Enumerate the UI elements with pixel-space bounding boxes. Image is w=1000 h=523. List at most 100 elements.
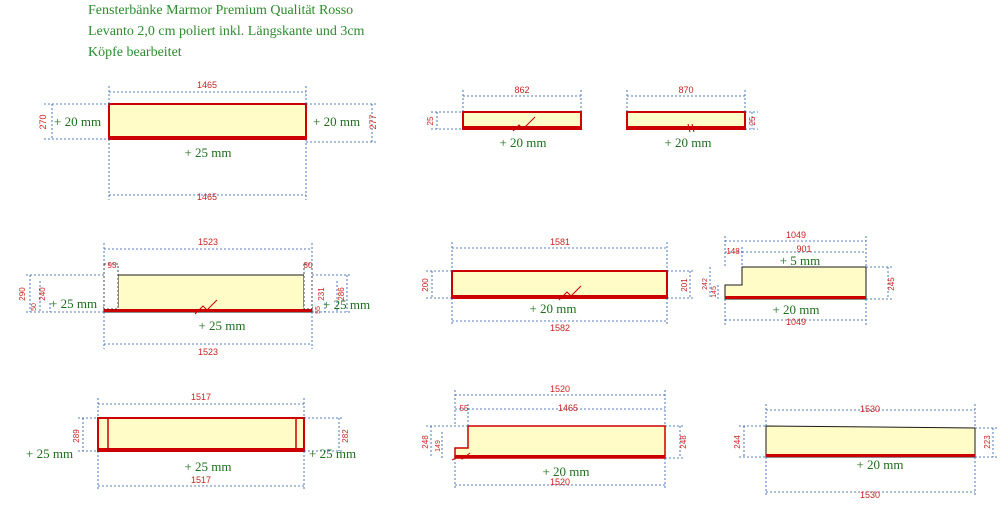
addition-label: + 20 mm	[856, 457, 903, 472]
slab-2: 862 25 + 20 mm	[426, 85, 582, 150]
dim-label: 282	[341, 429, 350, 443]
break-mark	[687, 123, 695, 133]
dim-line	[78, 398, 344, 490]
dim-label: 248	[679, 435, 688, 449]
dim-label: 1049	[786, 230, 806, 240]
addition-label: + 20 mm	[313, 114, 360, 129]
dim-label: 1517	[191, 392, 211, 402]
slab-1: 1465 1465 270 277 + 20 mm + 20 mm + 25 m…	[38, 80, 378, 202]
addition-label: + 20 mm	[772, 302, 819, 317]
dim-label: 870	[678, 85, 693, 95]
slab-7-body	[97, 417, 305, 452]
addition-label: + 20 mm	[499, 135, 546, 150]
dim-label: 1049	[786, 317, 806, 327]
title-line-2: Levanto 2,0 cm poliert inkl. Längskante …	[88, 24, 365, 39]
break-mark	[558, 285, 582, 301]
dim-line	[739, 404, 998, 497]
slab-5-body	[451, 270, 668, 299]
dim-line	[709, 236, 893, 325]
break-mark	[451, 452, 471, 461]
dim-label: 25	[748, 116, 757, 125]
slab-8-edge	[455, 455, 665, 458]
slab-6: 1049 148 901 1049 242 145 245 + 5 mm + 2…	[702, 230, 896, 327]
slab-5-edge	[452, 295, 667, 298]
slab-6-body	[724, 266, 867, 300]
addition-label: + 25 mm	[323, 297, 370, 312]
dim-label: 93	[108, 261, 117, 270]
dim-label: 1523	[198, 347, 218, 357]
dim-label: 1520	[550, 384, 570, 394]
addition-label: + 20 mm	[54, 114, 101, 129]
slab-3: 870 25 + 20 mm	[626, 85, 758, 150]
slab-1-body	[108, 103, 307, 140]
slab-7-edge	[98, 448, 304, 451]
dim-label: 145	[711, 286, 718, 298]
slab-9-body	[765, 425, 976, 458]
slab-4-edge	[104, 309, 312, 312]
slab-4: 1523 1523 93 30 290 240 50 286 231 55 + …	[18, 237, 370, 357]
dim-label: 201	[680, 278, 689, 292]
slab-8-body	[454, 425, 666, 459]
addition-label: + 25 mm	[198, 318, 245, 333]
dim-label: 248	[421, 435, 430, 449]
addition-label: + 20 mm	[542, 464, 589, 479]
dim-label: 55	[460, 404, 469, 413]
addition-label: + 25 mm	[184, 459, 231, 474]
dim-label: 1523	[198, 237, 218, 247]
title-line-3: Köpfe bearbeitet	[88, 45, 182, 60]
header-note: Fensterbänke Marmor Premium Qualität Ros…	[88, 0, 418, 63]
dim-label: 223	[983, 435, 992, 449]
dim-label: 242	[702, 278, 709, 290]
dim-label: 245	[887, 277, 896, 291]
dim-label: 901	[796, 244, 811, 254]
dim-label: 286	[337, 287, 346, 301]
dim-label: 1581	[550, 237, 570, 247]
dim-label: 25	[426, 116, 435, 125]
dim-label: 1465	[197, 192, 217, 202]
addition-label: + 25 mm	[26, 446, 73, 461]
dim-label: 244	[733, 435, 742, 449]
dim-label: 862	[514, 85, 529, 95]
dim-label: 30	[304, 261, 313, 270]
dim-line	[626, 90, 758, 130]
dim-line	[26, 243, 352, 349]
addition-label: + 20 mm	[529, 301, 576, 316]
dim-line	[44, 86, 378, 200]
dim-line	[426, 390, 685, 490]
dim-label: 148	[726, 247, 740, 256]
slab-3-edge	[627, 126, 745, 129]
dim-label: 1520	[550, 477, 570, 487]
addition-label: + 5 mm	[780, 253, 821, 268]
dim-line	[426, 242, 695, 326]
addition-label: + 25 mm	[309, 446, 356, 461]
notch-left	[103, 263, 119, 310]
dim-line	[431, 90, 582, 130]
break-mark	[194, 299, 218, 315]
dim-label: 270	[38, 114, 48, 129]
addition-label: + 25 mm	[50, 296, 97, 311]
dim-label: 1582	[550, 323, 570, 333]
title-line-1: Fensterbänke Marmor Premium Qualität Ros…	[88, 3, 354, 18]
addition-label: + 25 mm	[184, 145, 231, 160]
slab-7: 1517 1517 289 282 + 25 mm + 25 mm + 25 m…	[26, 392, 356, 490]
dim-label: 55	[315, 306, 322, 314]
slab-4-body	[103, 274, 313, 313]
slab-9-edge	[766, 454, 975, 457]
dim-label: 1465	[558, 403, 578, 413]
slab-9: 1530 1530 244 223 + 20 mm	[733, 404, 998, 500]
dim-label: 1530	[860, 490, 880, 500]
dim-label: 200	[421, 278, 430, 292]
dim-label: 277	[368, 114, 378, 129]
slab-6-edge	[725, 296, 866, 299]
dim-label: 1530	[860, 404, 880, 414]
slab-1-edge	[109, 136, 306, 139]
dim-label: 289	[72, 429, 81, 443]
addition-label: + 20 mm	[664, 135, 711, 150]
slab-5: 1581 1582 200 201 + 20 mm	[421, 237, 695, 333]
dim-label: 1517	[191, 475, 211, 485]
break-mark	[512, 116, 536, 132]
dim-label: 1465	[197, 80, 217, 90]
dim-label: 50	[31, 303, 38, 311]
notch-right	[303, 263, 313, 310]
